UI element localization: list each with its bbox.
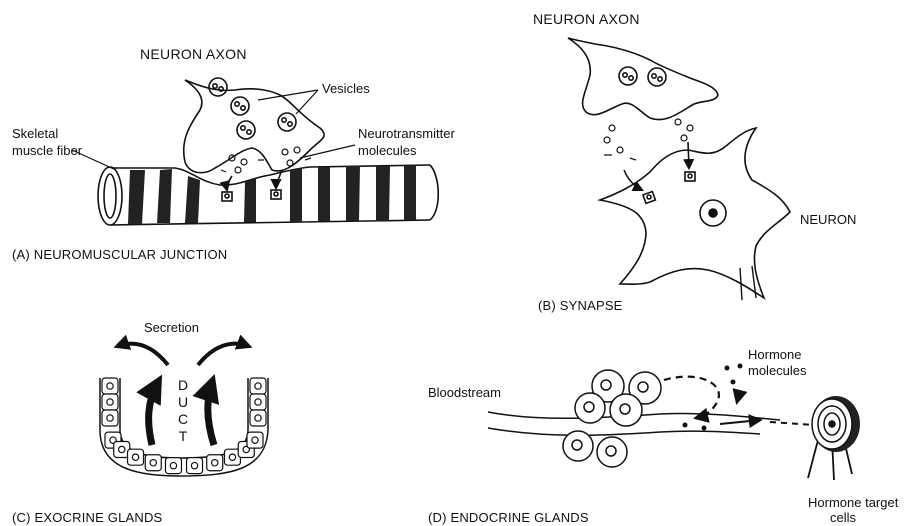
skeletal-muscle-label-line1: Skeletal (12, 126, 58, 141)
gland-cell (250, 410, 266, 426)
bloodstream-label: Bloodstream (428, 385, 501, 400)
secretion-arrow-right (198, 344, 248, 365)
hormone-molecules-label-line2: molecules (748, 363, 807, 378)
duct-letter-d: D (176, 377, 190, 394)
neurotransmitter-label-line2: molecules (358, 143, 417, 158)
duct-letter-c: C (176, 411, 190, 428)
vesicles-label: Vesicles (322, 81, 370, 96)
panel-b-synapse (568, 38, 790, 300)
neurotransmitter-label-line1: Neurotransmitter (358, 126, 455, 141)
panel-a-title: NEURON AXON (140, 47, 247, 62)
gland-cell (247, 432, 263, 448)
skeletal-muscle-fiber (98, 165, 438, 225)
hormone-target (808, 396, 860, 480)
duct-letter-t: T (176, 428, 190, 445)
secretion-arrow-left (118, 344, 168, 365)
gland-cell (165, 458, 181, 474)
gland-cell (145, 455, 161, 471)
secretion-label: Secretion (144, 320, 199, 335)
panel-c-caption: (C) EXOCRINE GLANDS (12, 510, 162, 525)
gland-cell (250, 394, 266, 410)
neuron-label: NEURON (800, 212, 856, 227)
hormone-molecules (683, 364, 743, 431)
panel-b-caption: (B) SYNAPSE (538, 298, 623, 313)
gland-cell (207, 455, 223, 471)
hormone-path (664, 377, 719, 418)
axon-terminal-b (568, 38, 718, 120)
postsynaptic-neuron (600, 128, 790, 298)
gland-cell (128, 449, 144, 465)
duct-letter-u: U (176, 394, 190, 411)
gland-cell (187, 458, 203, 474)
panel-a-caption: (A) NEUROMUSCULAR JUNCTION (12, 247, 227, 262)
gland-cell (102, 410, 118, 426)
panel-d-endocrine-glands (488, 364, 860, 481)
gland-cell (102, 394, 118, 410)
gland-cell (250, 378, 266, 394)
duct-arrow-right (208, 382, 214, 445)
panel-d-caption: (D) ENDOCRINE GLANDS (428, 510, 589, 525)
panel-b-title: NEURON AXON (533, 12, 640, 27)
gland-cell (102, 378, 118, 394)
target-cells-label-line1: Hormone target (808, 495, 898, 510)
target-cells-label-line2: cells (830, 510, 856, 525)
duct-arrow-left (149, 382, 158, 445)
skeletal-muscle-label-line2: muscle fiber (12, 143, 82, 158)
hormone-molecules-label-line1: Hormone (748, 347, 801, 362)
